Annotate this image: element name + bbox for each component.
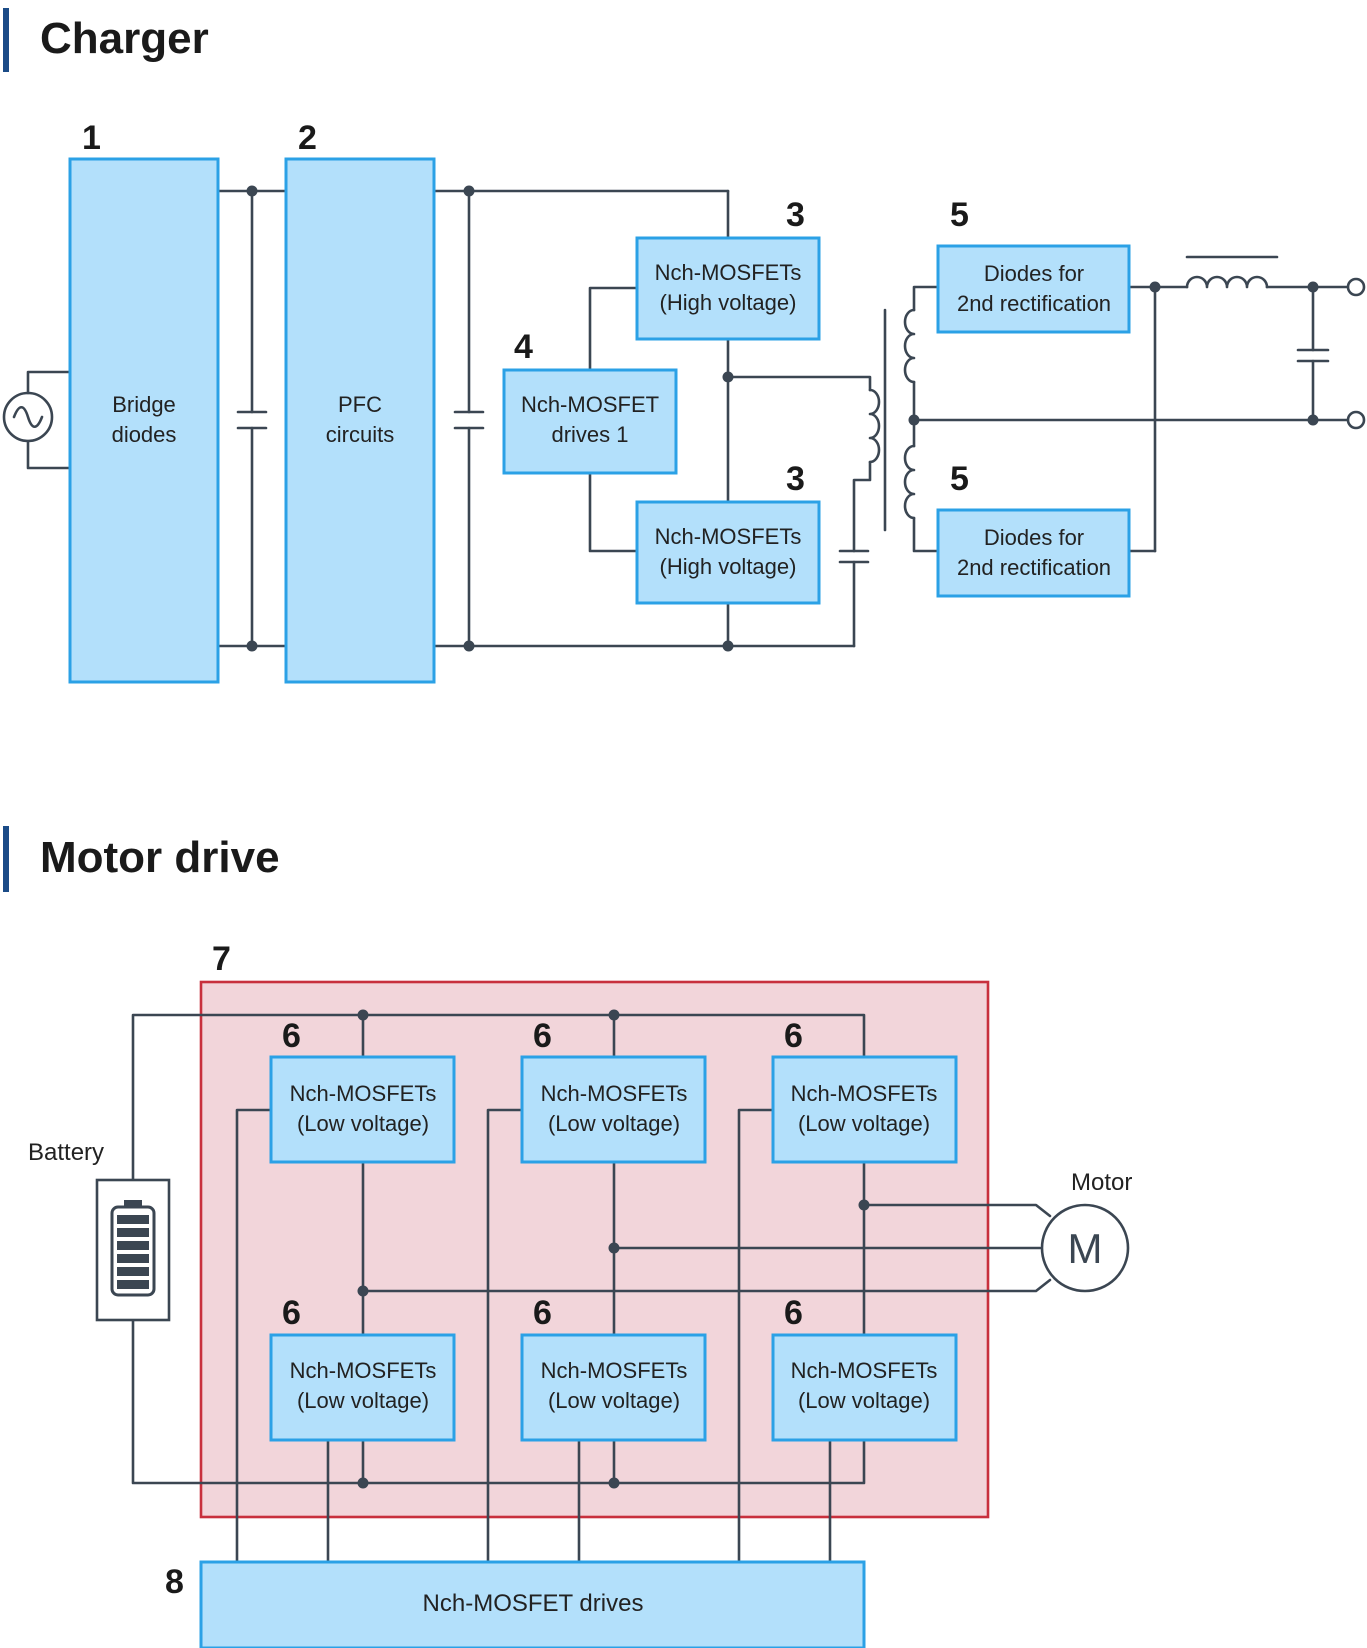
block-number-6: 6 [533,1294,552,1332]
pfc-label-line1: PFC [338,392,382,417]
mosfet-low-bottom-3-line1: Nch-MOSFETs [791,1358,938,1383]
block-number-3-lower: 3 [786,460,805,498]
mosfet-low-bottom-1-line1: Nch-MOSFETs [290,1358,437,1383]
mosfet-low-voltage-bottom-3 [771,1333,958,1442]
charger-junctions [246,185,1319,652]
mosfet-low-bottom-1-line2: (Low voltage) [297,1388,429,1413]
block-number-7: 7 [212,940,231,978]
mosfet-low-top-1-line2: (Low voltage) [297,1111,429,1136]
block-number-5-lower: 5 [950,460,969,498]
diodes-upper-line1: Diodes for [984,261,1084,286]
drives-1-line1: Nch-MOSFET [521,392,659,417]
diodes-upper-line2: 2nd rectification [957,291,1111,316]
diodes-lower-line1: Diodes for [984,525,1084,550]
mosfet-low-top-3-line1: Nch-MOSFETs [791,1081,938,1106]
block-number-6: 6 [784,1294,803,1332]
diodes-2nd-rectification-lower-block [936,508,1131,598]
diodes-lower-line2: 2nd rectification [957,555,1111,580]
charger-wires [216,189,1355,648]
mosfet-high-upper-line1: Nch-MOSFETs [655,260,802,285]
battery-icon [95,1178,171,1322]
block-number-2: 2 [298,119,317,157]
motor-wires [131,1013,1052,1564]
mosfet-low-top-3-line2: (Low voltage) [798,1111,930,1136]
motor-symbol: M [1068,1225,1103,1272]
mosfet-drives-label: Nch-MOSFET drives [423,1590,644,1617]
motor-label: Motor [1071,1169,1132,1196]
ac-source-icon [2,370,72,470]
block-number-4: 4 [514,328,533,366]
motor-drive-title: Motor drive [40,833,280,882]
motor-icon [1040,1203,1130,1293]
block-number-5-upper: 5 [950,196,969,234]
mosfet-low-voltage-top-1 [269,1055,456,1164]
mosfet-low-top-2-line2: (Low voltage) [548,1111,680,1136]
mosfet-drives-block [199,1560,866,1648]
block-number-3-upper: 3 [786,196,805,234]
mosfet-low-bottom-2-line1: Nch-MOSFETs [541,1358,688,1383]
diodes-2nd-rectification-upper-block [936,244,1131,334]
drives-1-line2: drives 1 [551,422,628,447]
charger-title: Charger [40,14,209,63]
block-number-1: 1 [82,119,101,157]
mosfet-high-lower-line1: Nch-MOSFETs [655,524,802,549]
block-number-8: 8 [165,1563,184,1601]
mosfet-low-top-2-line1: Nch-MOSFETs [541,1081,688,1106]
mosfet-low-voltage-bottom-1 [269,1333,456,1442]
mosfet-high-voltage-upper-block [635,236,821,341]
mosfet-low-voltage-top-3 [771,1055,958,1164]
bridge-diodes-label-line2: diodes [112,422,177,447]
mosfet-low-top-1-line1: Nch-MOSFETs [290,1081,437,1106]
output-terminal-negative [1346,410,1366,430]
mosfet-low-voltage-bottom-2 [520,1333,707,1442]
motor-heading-bar [3,826,9,892]
battery-label: Battery [28,1139,104,1166]
bridge-diodes-label-line1: Bridge [112,392,176,417]
output-terminal-positive [1346,277,1366,297]
block-number-6: 6 [282,1294,301,1332]
mosfet-high-lower-line2: (High voltage) [660,554,797,579]
pfc-circuits-block [284,157,436,684]
mosfet-low-bottom-3-line2: (Low voltage) [798,1388,930,1413]
mosfet-drives-1-block [502,368,678,475]
mosfet-high-upper-line2: (High voltage) [660,290,797,315]
block-number-6: 6 [282,1017,301,1055]
mosfet-low-bottom-2-line2: (Low voltage) [548,1388,680,1413]
block-number-6: 6 [533,1017,552,1055]
block-number-6: 6 [784,1017,803,1055]
mosfet-low-voltage-top-2 [520,1055,707,1164]
charger-heading-bar [3,8,9,72]
motor-junctions [357,1009,870,1489]
bridge-diodes-block [68,157,220,684]
mosfet-high-voltage-lower-block [635,500,821,605]
pfc-label-line2: circuits [326,422,394,447]
